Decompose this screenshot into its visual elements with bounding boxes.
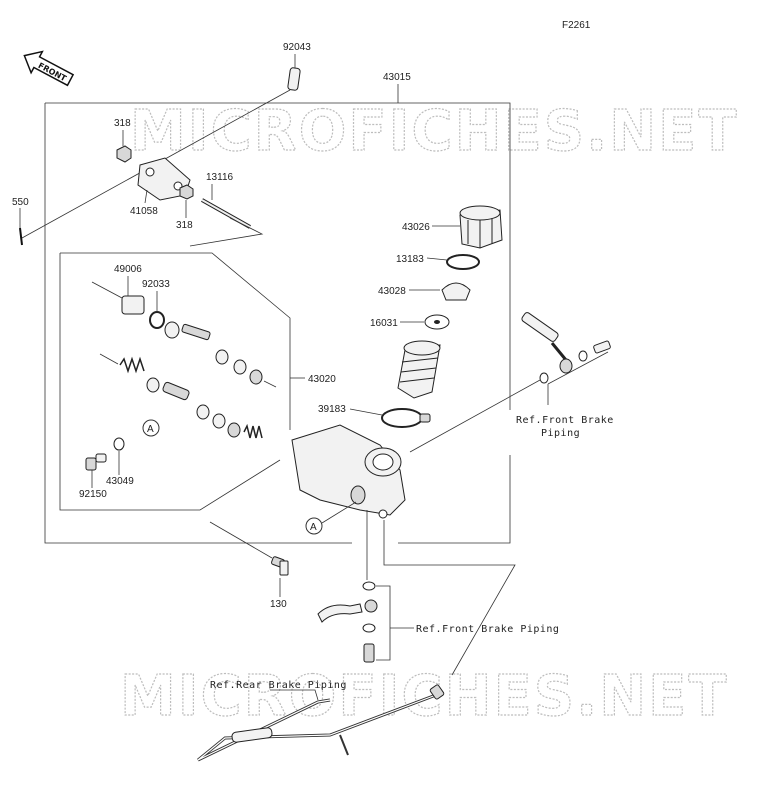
label-92150: 92150 (79, 489, 107, 500)
leader-130-line (209, 521, 273, 559)
float-16031-hole (434, 320, 440, 324)
leader-41058 (144, 189, 148, 204)
label-550: 550 (12, 197, 29, 208)
callout-a-kit-label: A (147, 424, 154, 435)
label-92033: 92033 (142, 279, 170, 290)
label-43049: 43049 (106, 476, 134, 487)
ref-front-brake-top-line2: Piping (541, 428, 580, 439)
label-39183: 39183 (318, 404, 346, 415)
clamp-39183 (381, 408, 431, 428)
front-brake-hose-top (521, 312, 611, 384)
label-130: 130 (270, 599, 287, 610)
watermark-top: MICROFICHES.NET (130, 99, 739, 164)
nut-318-b (179, 184, 194, 200)
leader-13116-bracket (189, 217, 264, 247)
label-43020: 43020 (308, 374, 336, 385)
leader-callout-a-body (321, 501, 357, 524)
piston-49006 (121, 295, 145, 315)
front-brake-fittings-mid (317, 581, 378, 663)
front-arrow-icon: FRONT (23, 50, 75, 87)
watermark-bottom: MICROFICHES.NET (120, 664, 729, 729)
cotter-pin-550 (19, 227, 23, 246)
push-rod-13116 (201, 198, 251, 229)
label-49006: 49006 (114, 264, 142, 275)
label-43026: 43026 (402, 222, 430, 233)
plate-13183 (446, 254, 480, 270)
ref-front-brake-top-line1: Ref.Front Brake (516, 415, 614, 426)
label-92043: 92043 (283, 42, 311, 53)
master-cylinder-body (291, 424, 406, 519)
label-41058: 41058 (130, 206, 158, 217)
leader-49006-arrow (91, 281, 123, 299)
leader-front-top-line (409, 379, 541, 453)
ref-rear-brake: Ref.Rear Brake Piping (210, 680, 347, 691)
leader-13183 (426, 257, 448, 261)
figure-id: F2261 (562, 20, 591, 31)
label-13183: 13183 (396, 254, 424, 265)
kit-43020-outline (59, 252, 291, 511)
reservoir-body (397, 340, 441, 399)
label-43028: 43028 (378, 286, 406, 297)
leader-39183 (349, 408, 383, 416)
reservoir-cap-43026 (459, 205, 503, 249)
leader-rear (270, 689, 319, 701)
assembly-43015-outline (44, 102, 511, 544)
leader-front-top-bracket (547, 351, 609, 405)
label-43015: 43015 (383, 72, 411, 83)
label-318-a: 318 (114, 118, 131, 129)
bolt-130 (271, 556, 289, 576)
kit-upper-parts (164, 321, 277, 388)
callout-a-body (305, 517, 323, 535)
leader-rear-path (383, 520, 516, 676)
label-318-b: 318 (176, 220, 193, 231)
ref-front-brake-mid: Ref.Front Brake Piping (416, 624, 559, 635)
callout-a-kit (142, 419, 160, 437)
diaphragm-43028 (441, 282, 471, 301)
leader-front-mid-bracket (376, 585, 414, 661)
circlip-92033 (149, 311, 165, 329)
label-16031: 16031 (370, 318, 398, 329)
label-13116: 13116 (206, 172, 234, 183)
washer-43049 (113, 437, 125, 451)
rear-brake-pipe (197, 684, 445, 762)
bleeder-92150 (85, 453, 107, 471)
pin-92043 (287, 67, 301, 91)
nut-318-a (116, 145, 132, 163)
callout-a-body-label: A (310, 522, 317, 533)
kit-lower-parts (99, 353, 263, 439)
